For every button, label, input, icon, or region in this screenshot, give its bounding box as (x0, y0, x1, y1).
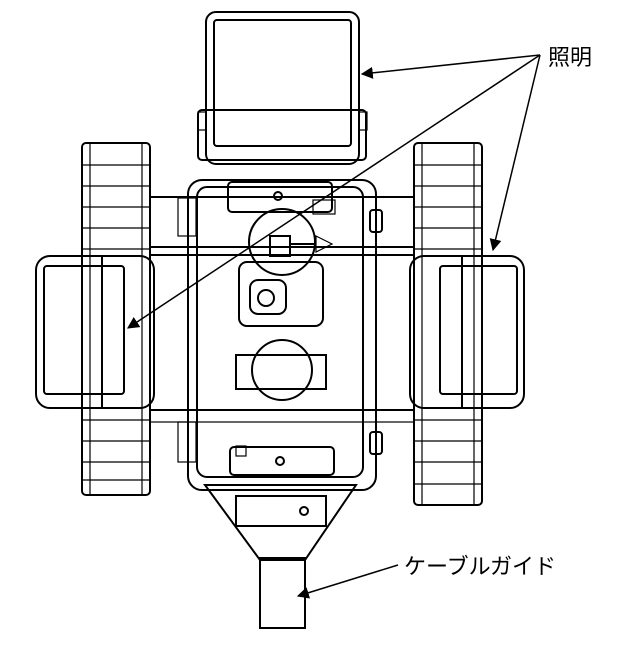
lighting-leaders (128, 55, 540, 328)
cable-guide-label: ケーブルガイド (404, 549, 556, 581)
right-track (414, 143, 482, 505)
front-light (198, 12, 367, 164)
cable-guide (205, 485, 356, 628)
lighting-label: 照明 (548, 40, 592, 72)
right-light (410, 256, 524, 408)
cable-guide-leader (298, 565, 398, 596)
left-track (82, 143, 150, 495)
left-light (36, 256, 154, 408)
